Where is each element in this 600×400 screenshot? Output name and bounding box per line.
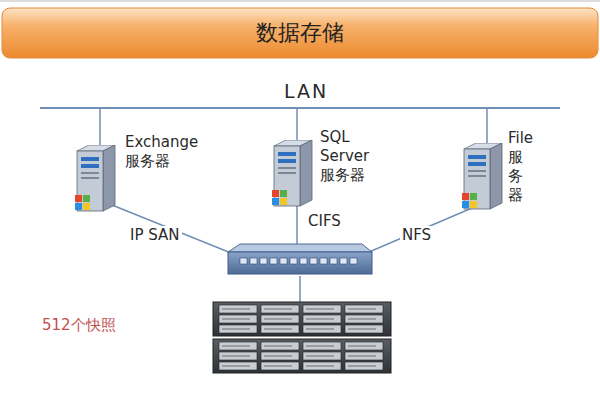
server-node: Exchange 服务器 xyxy=(73,145,202,217)
server-label: File 服务器 xyxy=(508,129,537,205)
server-icon xyxy=(73,145,123,217)
label-text: 512个快照 xyxy=(40,316,118,334)
label-text: CIFS xyxy=(306,212,343,230)
server-node: SQL Server 服务器 xyxy=(270,140,373,212)
server-icon xyxy=(460,143,510,215)
server-label: SQL Server 服务器 xyxy=(320,128,373,185)
server-node: File 服务器 xyxy=(460,143,537,215)
label-text: LAN xyxy=(282,82,330,100)
title-text: 数据存储 xyxy=(0,19,600,47)
label-text: IP SAN xyxy=(128,226,182,244)
label-text: NFS xyxy=(400,226,433,244)
server-label: Exchange 服务器 xyxy=(125,133,202,171)
server-icon xyxy=(270,140,320,212)
